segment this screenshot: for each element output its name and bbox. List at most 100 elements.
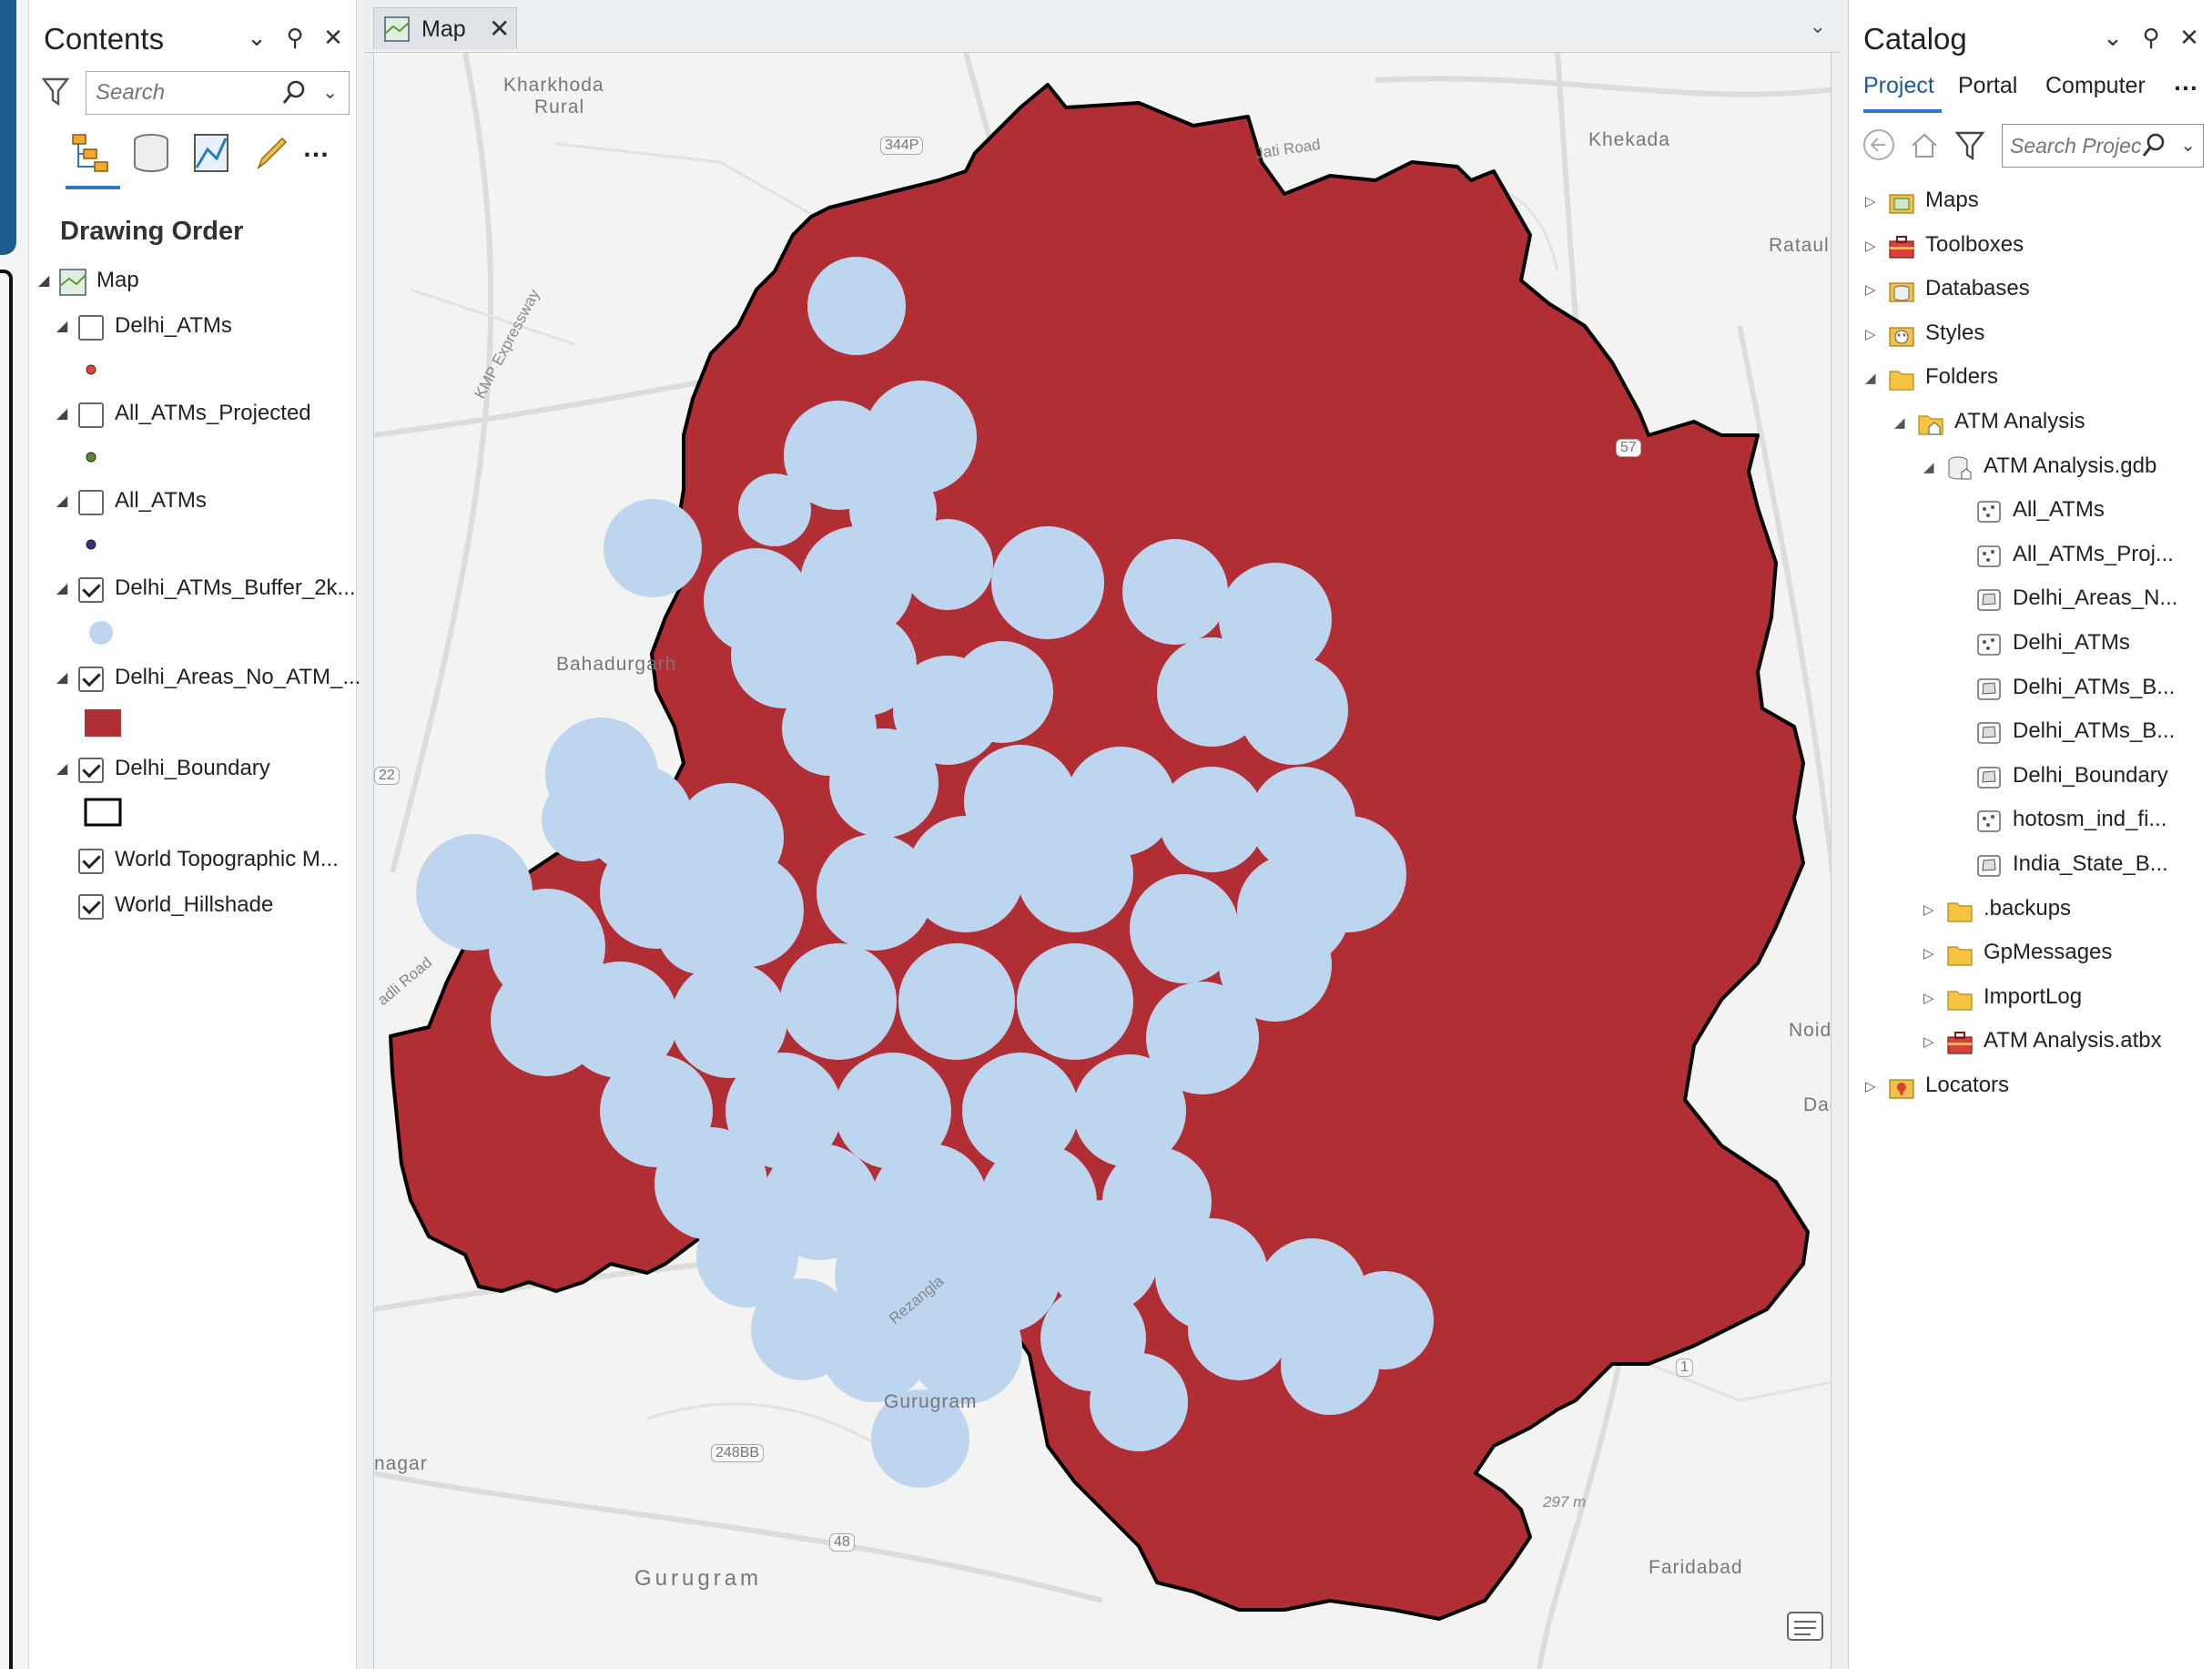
close-icon[interactable]: ✕ [2179, 24, 2199, 51]
layer-delhi-atms-buffer[interactable]: ◢ Delhi_ATMs_Buffer_2k... [29, 572, 357, 608]
search-icon[interactable] [2141, 132, 2166, 159]
layer-visibility-checkbox[interactable] [78, 894, 104, 920]
layer-name[interactable]: All_ATMs [115, 488, 207, 513]
layer-world-topographic[interactable]: World Topographic M... [29, 843, 357, 880]
map-legend-icon[interactable] [1785, 1610, 1825, 1646]
layer-name[interactable]: World Topographic M... [115, 847, 339, 871]
tab-map[interactable]: Map ✕ [373, 7, 517, 49]
layer-visibility-checkbox[interactable] [78, 402, 104, 428]
contents-search-box[interactable]: ⌄ [86, 71, 350, 115]
collapse-triangle-icon[interactable]: ◢ [38, 273, 50, 289]
layer-name[interactable]: Delhi_Areas_No_ATM_... [115, 665, 361, 689]
filter-icon[interactable] [42, 76, 69, 107]
chevron-down-icon[interactable]: ⌄ [322, 83, 338, 103]
collapse-triangle-icon[interactable]: ◢ [56, 581, 68, 596]
expand-triangle-icon[interactable]: ▷ [1923, 990, 1934, 1006]
tab-computer[interactable]: Computer [2045, 73, 2146, 98]
chevron-down-icon[interactable]: ⌄ [2180, 136, 2196, 156]
buffer-circle[interactable] [902, 519, 993, 610]
layer-visibility-checkbox[interactable] [78, 577, 104, 603]
buffer-circle[interactable] [696, 1206, 798, 1308]
layer-delhi-atms[interactable]: ◢ Delhi_ATMs [29, 310, 357, 346]
buffer-circle[interactable] [562, 962, 678, 1078]
layer-delhi-areas-no-atm[interactable]: ◢ Delhi_Areas_No_ATM_... [29, 661, 361, 697]
buffer-circle[interactable] [656, 883, 747, 974]
buffer-circle[interactable] [800, 526, 913, 639]
collapse-triangle-icon[interactable]: ◢ [56, 494, 68, 509]
layer-name[interactable]: All_ATMs_Projected [115, 401, 311, 425]
buffer-circle[interactable] [807, 257, 906, 355]
layer-visibility-checkbox[interactable] [78, 667, 104, 692]
buffer-circle[interactable] [731, 603, 837, 708]
buffer-circle[interactable] [751, 1278, 853, 1380]
buffer-circle[interactable] [1017, 816, 1133, 932]
expand-triangle-icon[interactable]: ▷ [1865, 194, 1876, 209]
chevron-down-icon[interactable]: ⌄ [2103, 24, 2123, 51]
layer-all-atms[interactable]: ◢ All_ATMs [29, 484, 357, 521]
pin-icon[interactable]: ⚲ [286, 24, 304, 51]
expand-triangle-icon[interactable]: ▷ [1923, 946, 1934, 962]
layer-visibility-checkbox[interactable] [78, 315, 104, 341]
buffer-circle[interactable] [782, 681, 877, 776]
left-dock-tab[interactable] [0, 0, 16, 255]
collapse-triangle-icon[interactable]: ◢ [56, 670, 68, 686]
buffer-circle[interactable] [1157, 637, 1266, 747]
buffer-circle[interactable] [780, 943, 897, 1060]
collapse-triangle-icon[interactable]: ◢ [1894, 415, 1905, 431]
expand-triangle-icon[interactable]: ▷ [1865, 326, 1876, 342]
back-arrow-icon[interactable] [1862, 127, 1896, 162]
buffer-circle[interactable] [1239, 656, 1348, 765]
list-by-data-source-icon[interactable] [129, 131, 173, 175]
layer-world-hillshade[interactable]: World_Hillshade [29, 889, 357, 925]
collapse-triangle-icon[interactable]: ◢ [1923, 459, 1934, 475]
collapse-triangle-icon[interactable]: ◢ [56, 761, 68, 777]
more-options-icon[interactable]: … [2173, 67, 2200, 96]
search-icon[interactable] [281, 79, 307, 107]
buffer-circle[interactable] [725, 1053, 842, 1169]
layer-name[interactable]: World_Hillshade [115, 892, 274, 917]
buffer-circle[interactable] [1188, 1278, 1290, 1380]
pin-icon[interactable]: ⚲ [2142, 24, 2160, 51]
map-view[interactable]: Kharkhoda Rural Khekada Rataul Bahadurga… [373, 53, 1831, 1669]
layer-visibility-checkbox[interactable] [78, 758, 104, 783]
layer-name[interactable]: Delhi_ATMs [115, 313, 232, 338]
home-icon[interactable] [1907, 127, 1942, 162]
buffer-circle[interactable] [1159, 767, 1264, 872]
chevron-down-icon[interactable]: ⌄ [247, 24, 267, 51]
layer-delhi-boundary[interactable]: ◢ Delhi_Boundary [29, 752, 357, 789]
catalog-search-input[interactable] [2010, 130, 2146, 161]
buffer-circle[interactable] [1122, 539, 1228, 645]
buffer-circle[interactable] [1090, 1353, 1188, 1451]
buffer-circle[interactable] [1219, 563, 1332, 676]
catalog-search-box[interactable]: ⌄ [2002, 124, 2204, 168]
expand-triangle-icon[interactable]: ▷ [1865, 238, 1876, 254]
buffer-circle[interactable] [671, 962, 787, 1078]
collapse-triangle-icon[interactable]: ◢ [1865, 371, 1876, 387]
layer-name[interactable]: Delhi_ATMs_Buffer_2k... [115, 575, 356, 600]
buffer-circle[interactable] [991, 526, 1104, 639]
buffer-circle[interactable] [962, 1053, 1079, 1169]
buffer-circle[interactable] [866, 1275, 957, 1366]
tab-project[interactable]: Project [1863, 73, 1934, 98]
buffer-circle[interactable] [1146, 982, 1259, 1094]
close-icon[interactable]: ✕ [323, 24, 343, 51]
buffer-circle[interactable] [908, 816, 1024, 932]
layer-all-atms-projected[interactable]: ◢ All_ATMs_Projected [29, 397, 357, 433]
buffer-circle[interactable] [817, 834, 933, 951]
buffer-circle[interactable] [1335, 1271, 1434, 1369]
more-options-icon[interactable]: … [302, 133, 330, 163]
chevron-down-icon[interactable]: ⌄ [1809, 15, 1826, 37]
layer-name[interactable]: Delhi_Boundary [115, 756, 270, 780]
contents-search-input[interactable] [96, 77, 278, 108]
list-by-drawing-order-icon[interactable] [69, 131, 113, 175]
buffer-circle[interactable] [898, 943, 1015, 1060]
buffer-circle[interactable] [542, 778, 625, 861]
map-node[interactable]: ◢ Map [29, 264, 357, 300]
buffer-circle[interactable] [1017, 943, 1133, 1060]
collapse-triangle-icon[interactable]: ◢ [56, 319, 68, 334]
close-icon[interactable]: ✕ [489, 15, 511, 43]
collapse-triangle-icon[interactable]: ◢ [56, 406, 68, 422]
expand-triangle-icon[interactable]: ▷ [1865, 1079, 1876, 1094]
expand-triangle-icon[interactable]: ▷ [1923, 901, 1934, 918]
expand-triangle-icon[interactable]: ▷ [1865, 282, 1876, 299]
